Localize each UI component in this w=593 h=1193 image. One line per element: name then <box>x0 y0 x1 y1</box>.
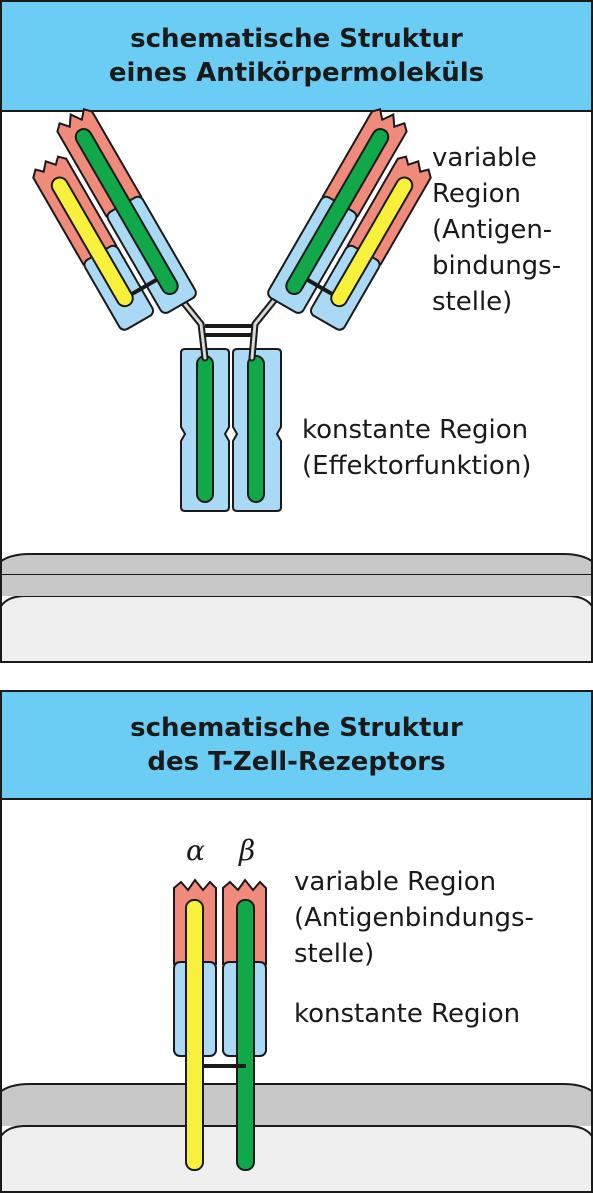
tcr-alpha-label: α <box>186 834 205 867</box>
antibody-variable-label-line: variable <box>432 143 537 173</box>
tcr-panel-header: schematische Struktur des T-Zell-Rezepto… <box>2 692 591 800</box>
antibody-title-line1: schematische Struktur <box>130 24 463 54</box>
antibody-right-arm <box>267 108 432 331</box>
tcr-variable-label-line: stelle) <box>294 939 375 969</box>
antibody-variable-label-line: bindungs- <box>432 251 562 281</box>
tcr-panel: schematische Struktur des T-Zell-Rezepto… <box>0 690 593 1193</box>
tcr-cell-membrane <box>2 1083 591 1191</box>
antibody-left-arm <box>32 108 197 331</box>
tcr-variable-label-line: variable Region <box>294 867 497 897</box>
tcr-title-line2: des T-Zell-Rezeptors <box>147 747 446 777</box>
antibody-constant-label: konstante Region (Effektorfunktion) <box>302 412 531 484</box>
tcr-constant-label: konstante Region <box>294 999 521 1029</box>
antibody-title-line2: eines Antikörpermoleküls <box>108 58 485 88</box>
antibody-variable-label-line: stelle) <box>432 287 513 317</box>
antibody-constant-label-line: konstante Region <box>302 415 529 445</box>
tcr-beta-label: β <box>239 834 256 867</box>
tcr-diagram <box>2 878 591 1191</box>
tcr-beta-chain <box>222 878 267 1171</box>
antibody-constant-label-line: (Effektorfunktion) <box>302 451 532 481</box>
tcr-alpha-chain <box>173 878 217 1171</box>
tcr-variable-label: variable Region (Antigenbindungs- stelle… <box>294 864 534 972</box>
antibody-variable-label-line: (Antigen- <box>432 215 553 245</box>
antibody-variable-label: variable Region (Antigen- bindungs- stel… <box>432 140 561 320</box>
antibody-panel: schematische Struktur eines Antikörpermo… <box>0 0 593 663</box>
antibody-variable-label-line: Region <box>432 179 522 209</box>
antibody-panel-header: schematische Struktur eines Antikörpermo… <box>2 2 591 112</box>
antibody-diagram <box>2 108 591 661</box>
tcr-title-line1: schematische Struktur <box>130 713 463 743</box>
tcr-variable-label-line: (Antigenbindungs- <box>294 903 534 933</box>
antibody-cell-membrane <box>2 553 591 661</box>
antibody-constant-region <box>180 348 282 512</box>
antibody-hinge <box>176 294 280 362</box>
